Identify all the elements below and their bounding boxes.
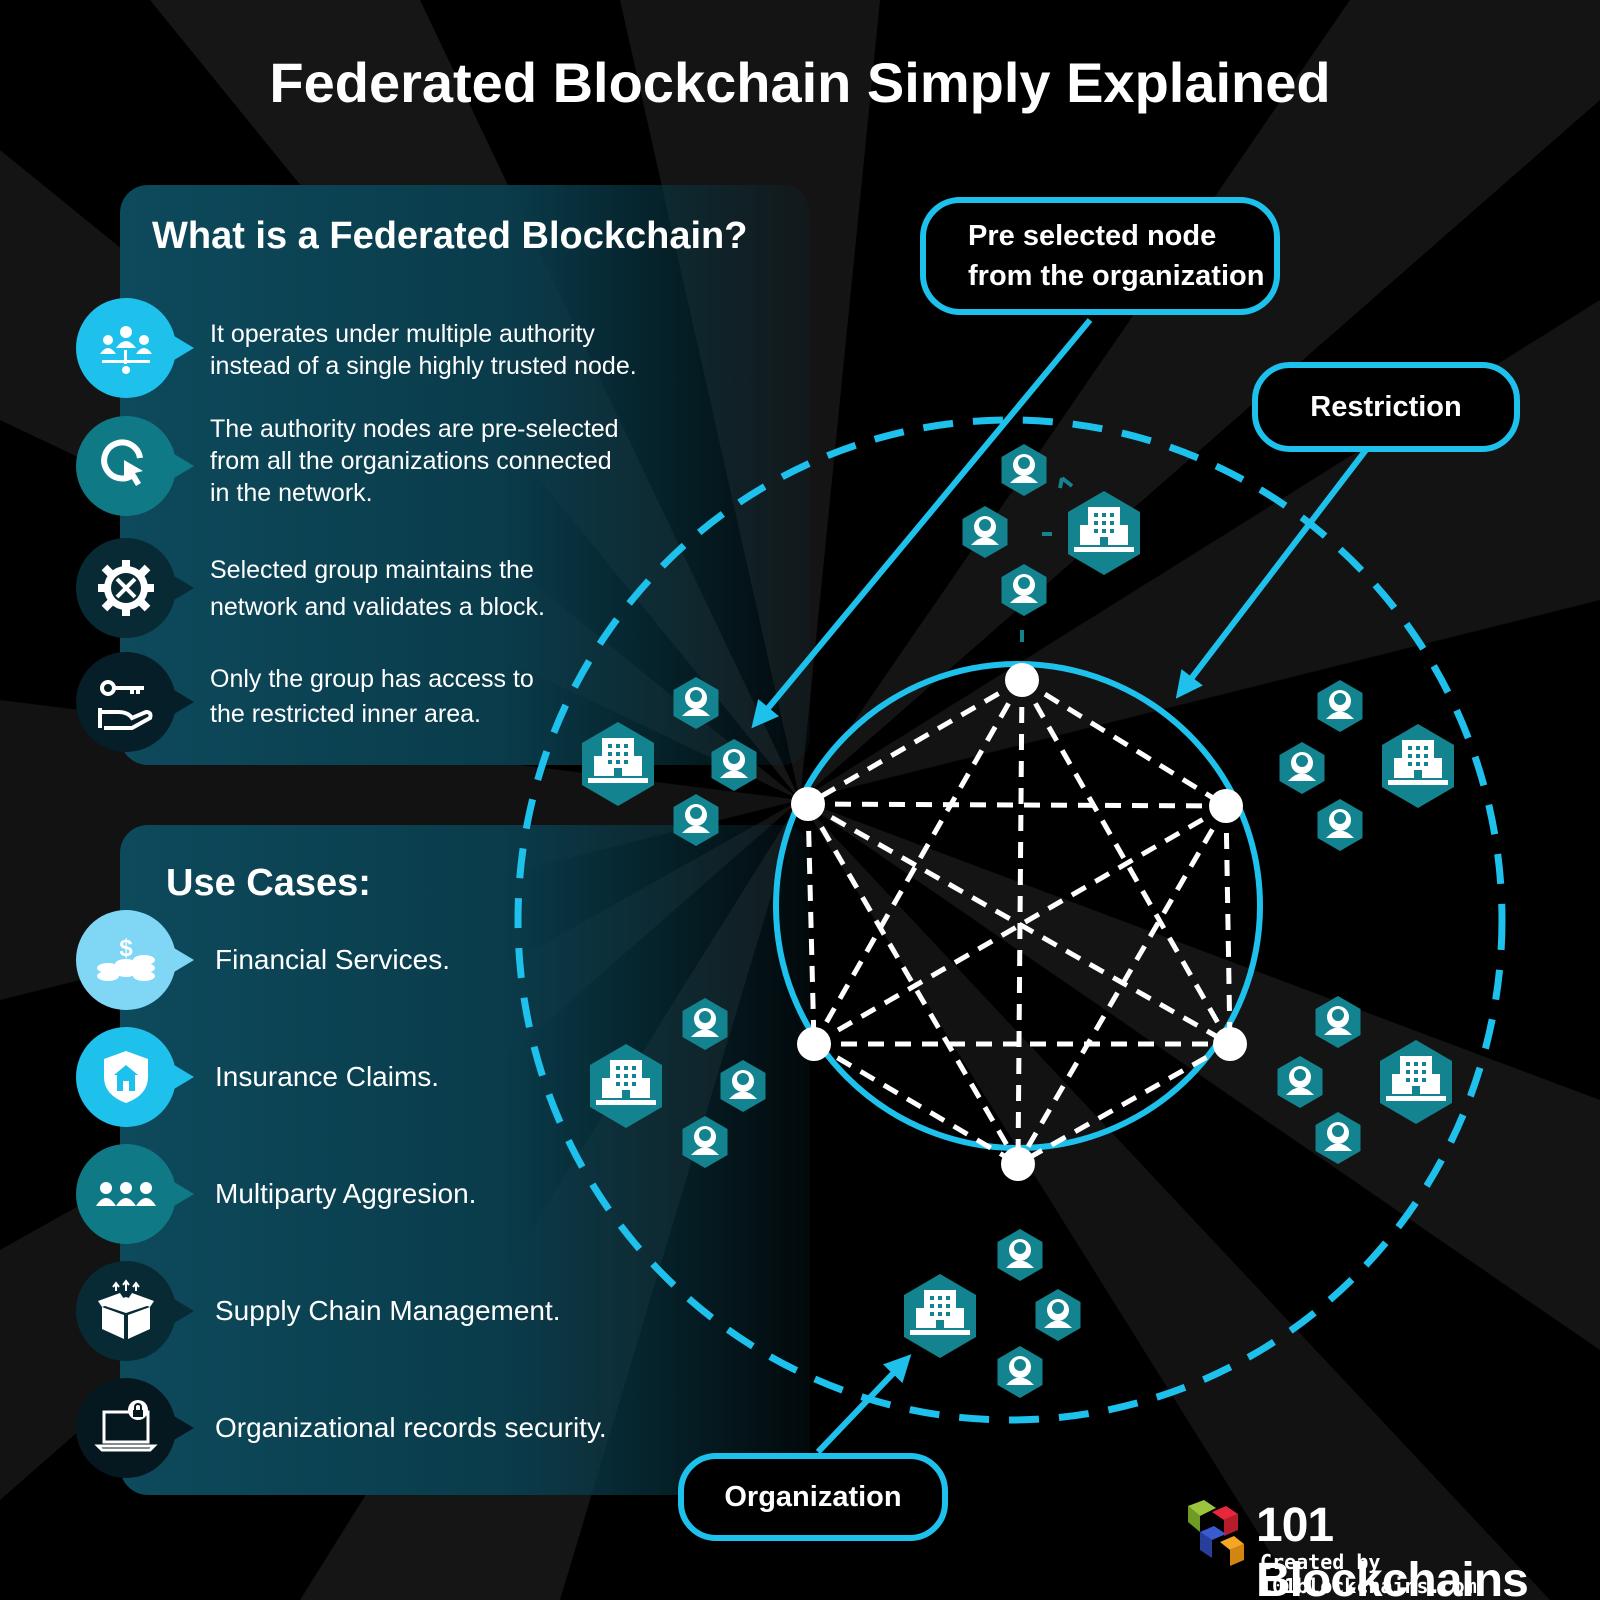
authority-node <box>797 1027 831 1061</box>
what-heading: What is a Federated Blockchain? <box>152 215 748 257</box>
callout-pre-selected-node: Pre selected node from the organization <box>920 197 1280 315</box>
shield-house-icon <box>76 1027 194 1127</box>
organization-cluster-right-top <box>1279 680 1454 851</box>
page-title: Federated Blockchain Simply Explained <box>269 51 1331 114</box>
brand-logo: 101 Blockchains Created by 101blockchain… <box>1176 1498 1576 1600</box>
key-hand-icon <box>76 652 194 752</box>
node-connections <box>805 677 1233 1167</box>
laptop-lock-icon <box>76 1378 194 1478</box>
organization-cluster-left-top <box>582 677 757 846</box>
authority-node <box>791 787 825 821</box>
what-item-text: The authority nodes are pre-selected fro… <box>210 415 619 507</box>
callout-organization: Organization <box>678 1453 948 1541</box>
callout-restriction: Restriction <box>1252 362 1520 452</box>
what-is-panel <box>120 185 810 765</box>
logo-name: 101 Blockchains <box>1256 1499 1529 1600</box>
authority-node <box>1209 789 1243 823</box>
svg-text:$: $ <box>119 935 133 962</box>
gear-tools-icon <box>76 538 194 638</box>
callout-arrow-organization <box>815 1354 912 1455</box>
use-cases-heading: Use Cases: <box>166 862 371 904</box>
authority-node <box>1005 663 1039 697</box>
organization-cluster-right-bottom <box>1277 996 1452 1164</box>
organization-cluster-left-bottom <box>590 998 766 1168</box>
what-item-text: Only the group has access to the restric… <box>210 665 534 728</box>
organization-cluster-top <box>962 444 1140 642</box>
outer-boundary <box>514 416 1506 1424</box>
what-item-text: Selected group maintains the network and… <box>210 556 545 621</box>
network-people-icon <box>76 298 194 398</box>
group-people-icon <box>76 1144 194 1244</box>
open-box-icon <box>76 1261 194 1361</box>
hand-click-icon <box>76 416 194 516</box>
use-case-text: Financial Services. <box>215 944 450 975</box>
logo-subtitle: Created by 101blockchains.com <box>1260 1550 1477 1598</box>
use-case-text: Multiparty Aggresion. <box>215 1178 477 1209</box>
authority-node <box>1213 1027 1247 1061</box>
callout-arrow-pre-selected <box>751 318 1093 729</box>
coins-dollar-icon: $ <box>76 910 194 1010</box>
use-case-text: Insurance Claims. <box>215 1061 440 1092</box>
authority-node <box>1001 1147 1035 1181</box>
use-case-text: Supply Chain Management. <box>215 1295 561 1326</box>
organization-cluster-bottom <box>904 1229 1081 1398</box>
callout-arrow-restriction <box>1175 440 1375 699</box>
cubes-logo-icon <box>1188 1500 1244 1566</box>
authority-nodes <box>791 663 1247 1181</box>
what-item-text: It operates under multiple authority ins… <box>210 320 637 380</box>
use-case-text: Organizational records security. <box>215 1412 607 1443</box>
